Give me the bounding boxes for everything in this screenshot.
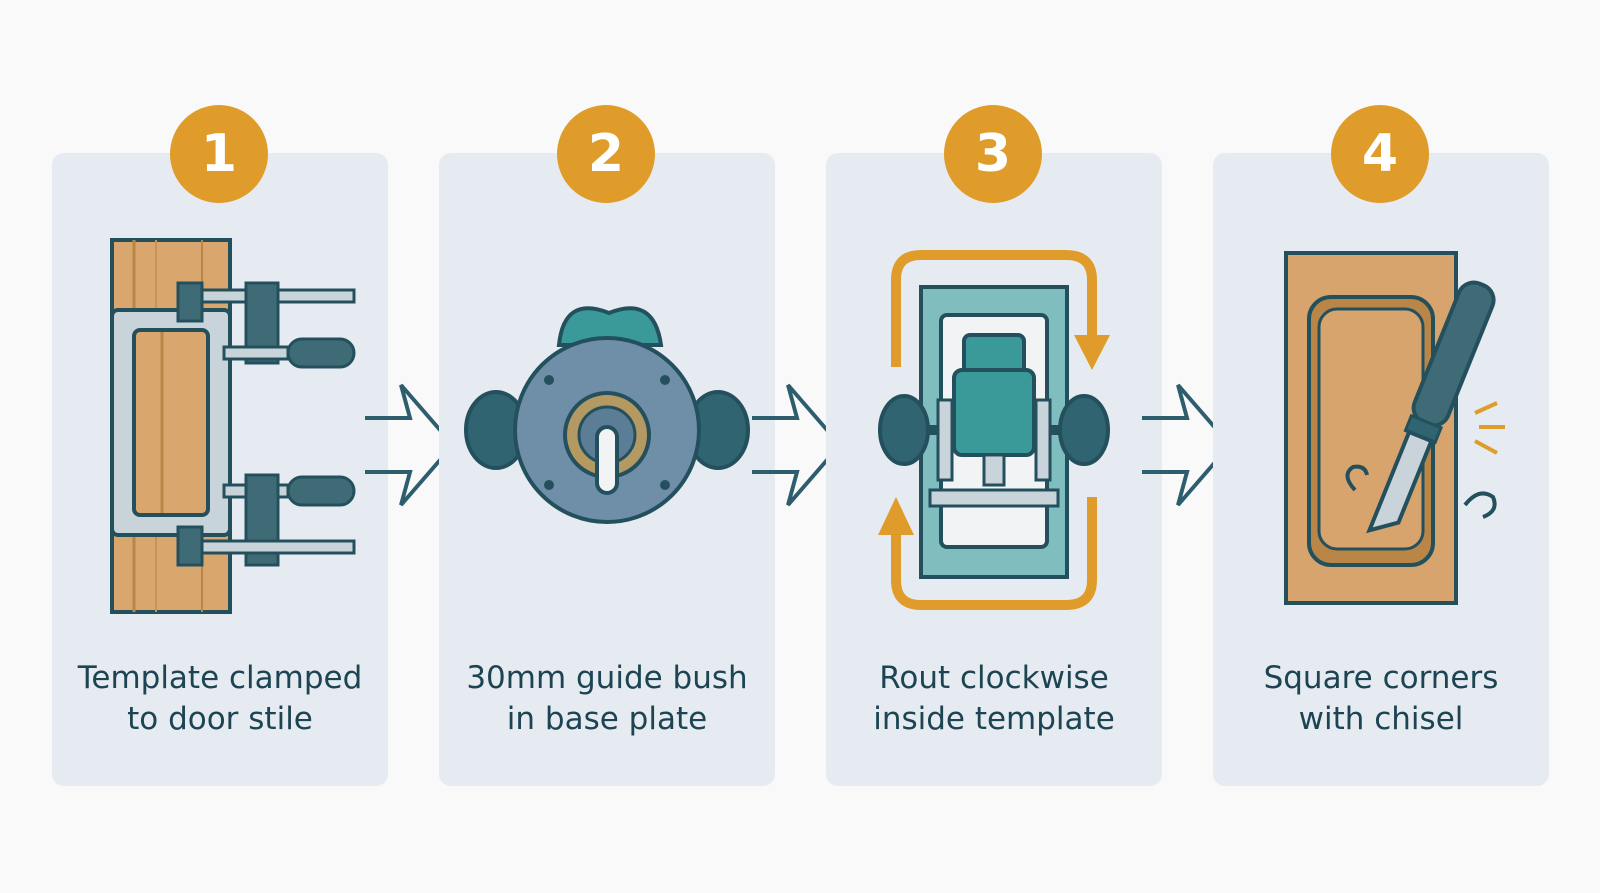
step-caption-2-line1: 30mm guide bush [466, 660, 748, 696]
step-caption-1: Template clamped to door stile [52, 658, 388, 740]
step-caption-4: Square corners with chisel [1213, 658, 1549, 740]
step-number-badge-1: 1 [170, 105, 268, 203]
step-caption-4-line1: Square corners [1263, 660, 1499, 696]
chisel-icon [1284, 251, 1505, 605]
step-number-badge-4: 4 [1331, 105, 1429, 203]
step-number-badge-3: 3 [944, 105, 1042, 203]
router-clockwise-icon [878, 250, 1110, 610]
step-caption-2-line2: in base plate [506, 701, 708, 737]
step-caption-3: Rout clockwise inside template [826, 658, 1162, 740]
step-caption-2: 30mm guide bush in base plate [439, 658, 775, 740]
step-caption-3-line2: inside template [873, 701, 1115, 737]
step-caption-4-line2: with chisel [1298, 701, 1464, 737]
step-caption-3-line1: Rout clockwise [879, 660, 1109, 696]
step-caption-1-line1: Template clamped [77, 660, 363, 696]
clamped-template-icon [110, 238, 356, 614]
step-number-badge-2: 2 [557, 105, 655, 203]
step-caption-1-line2: to door stile [127, 701, 313, 737]
router-base-icon [464, 306, 750, 524]
